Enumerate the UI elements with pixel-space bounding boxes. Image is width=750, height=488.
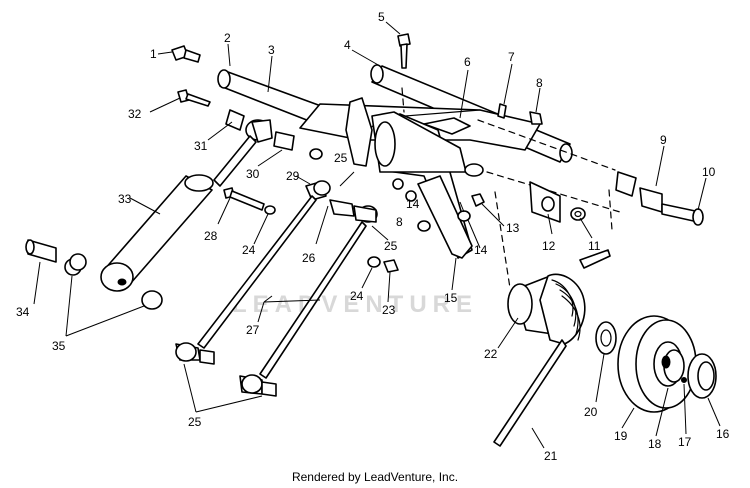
bolts-left <box>171 45 211 107</box>
callout-34: 34 <box>16 305 30 319</box>
callout-17: 17 <box>678 435 692 449</box>
callout-24-lower: 24 <box>350 289 364 303</box>
part-8-nut-left <box>392 178 404 190</box>
bushings-lower-left <box>25 239 163 310</box>
callout-21: 21 <box>544 449 558 463</box>
part-8-nut-right <box>529 111 543 125</box>
callout-19: 19 <box>614 429 628 443</box>
callout-25-top: 25 <box>334 151 348 165</box>
callout-2: 2 <box>224 31 231 45</box>
watermark: LEADVENTURE <box>232 291 478 318</box>
callout-18: 18 <box>648 437 662 451</box>
callout-8-right: 8 <box>536 76 543 90</box>
bolt-28 <box>223 187 276 215</box>
callout-22: 22 <box>484 347 498 361</box>
callout-3: 3 <box>268 43 275 57</box>
callout-11: 11 <box>588 239 601 253</box>
callout-numbers: 1 2 3 4 5 6 7 8 8 9 10 11 12 13 14 14 15… <box>16 10 730 463</box>
callout-1: 1 <box>150 47 157 61</box>
torsion-spring <box>493 249 617 447</box>
callout-8-left: 8 <box>396 215 403 229</box>
frame-assembly <box>217 33 573 259</box>
part-7-clip <box>497 103 507 119</box>
part-14-washer-2 <box>417 220 431 232</box>
leader-lines <box>33 21 721 449</box>
tie-rods <box>175 180 399 397</box>
callout-23: 23 <box>382 303 396 317</box>
callout-14-left: 14 <box>406 197 420 211</box>
part-11-washer <box>570 207 586 221</box>
part-9a <box>615 171 637 197</box>
callout-7: 7 <box>508 50 515 64</box>
part-9-bracket <box>639 187 663 213</box>
hardware-right <box>392 103 704 232</box>
callout-16: 16 <box>716 427 730 441</box>
callout-27: 27 <box>246 323 260 337</box>
callout-9: 9 <box>660 133 667 147</box>
callout-25-right: 25 <box>384 239 398 253</box>
callout-15: 15 <box>444 291 458 305</box>
callout-12: 12 <box>542 239 556 253</box>
footer-credit: Rendered by LeadVenture, Inc. <box>291 470 459 484</box>
callout-35: 35 <box>52 339 66 353</box>
callout-24-upper: 24 <box>242 243 256 257</box>
callout-32: 32 <box>128 107 142 121</box>
callout-10: 10 <box>702 165 716 179</box>
part-14-washer <box>457 210 471 222</box>
callout-20: 20 <box>584 405 598 419</box>
callout-31: 31 <box>194 139 208 153</box>
callout-5: 5 <box>378 10 385 24</box>
callout-14-right: 14 <box>474 243 488 257</box>
shock-absorber <box>100 109 323 292</box>
callout-30: 30 <box>246 167 260 181</box>
callout-29: 29 <box>286 169 300 183</box>
pulley-assembly <box>617 315 717 413</box>
callout-6: 6 <box>464 55 471 69</box>
callout-25-bottom: 25 <box>188 415 202 429</box>
dashed-axis-lines <box>401 87 621 289</box>
part-13-bolt <box>471 193 485 207</box>
callout-28: 28 <box>204 229 218 243</box>
callout-26: 26 <box>302 251 316 265</box>
callout-13: 13 <box>506 221 520 235</box>
callout-33: 33 <box>118 192 132 206</box>
callout-4: 4 <box>344 38 351 52</box>
